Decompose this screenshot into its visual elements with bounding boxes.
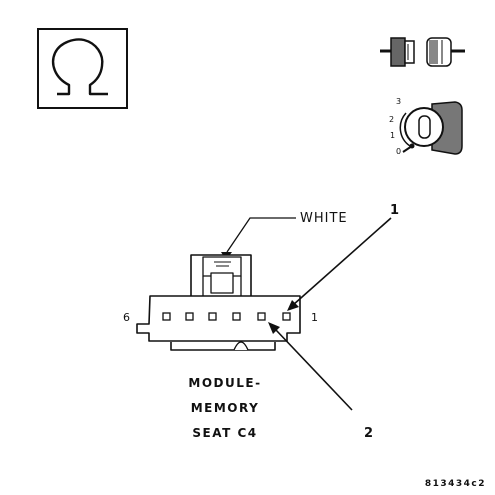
wire-color-leader-line: [226, 217, 296, 253]
callout-1-arrowhead: [287, 300, 299, 311]
cavity-6: [162, 312, 171, 321]
connector-separation-icon: [380, 37, 465, 67]
wire-color-label: WHITE: [300, 211, 348, 226]
ohm-symbol-icon: [37, 28, 128, 109]
connector-body: [136, 254, 301, 351]
connector-cavities: [162, 312, 291, 321]
pin-end-left-label: 6: [123, 311, 130, 324]
pin-end-right-label: 1: [311, 311, 318, 324]
ignition-position-1: 1: [390, 131, 395, 140]
callout-1-line: [292, 217, 392, 306]
connector-name: MODULE- MEMORY SEAT C4: [188, 376, 261, 440]
connector-name-line-3: SEAT C4: [192, 426, 257, 440]
callout-2-line: [275, 329, 353, 411]
figure-id: 813434c2: [425, 479, 486, 489]
cavity-5: [185, 312, 194, 321]
ignition-position-3: 3: [396, 97, 401, 106]
connector-name-line-1: MODULE-: [188, 376, 261, 390]
cavity-3: [232, 312, 241, 321]
ignition-position-2: 2: [389, 115, 394, 124]
callout-1-label: 1: [390, 203, 401, 218]
callout-2-arrowhead: [268, 322, 280, 334]
cavity-1: [282, 312, 291, 321]
ignition-position-0: 0: [396, 147, 401, 156]
cavity-4: [208, 312, 217, 321]
connector-name-line-2: MEMORY: [191, 401, 260, 415]
ignition-key-switch-icon: 3 2 1 0: [389, 97, 463, 156]
cavity-2: [257, 312, 266, 321]
callout-2-label: 2: [364, 426, 375, 441]
